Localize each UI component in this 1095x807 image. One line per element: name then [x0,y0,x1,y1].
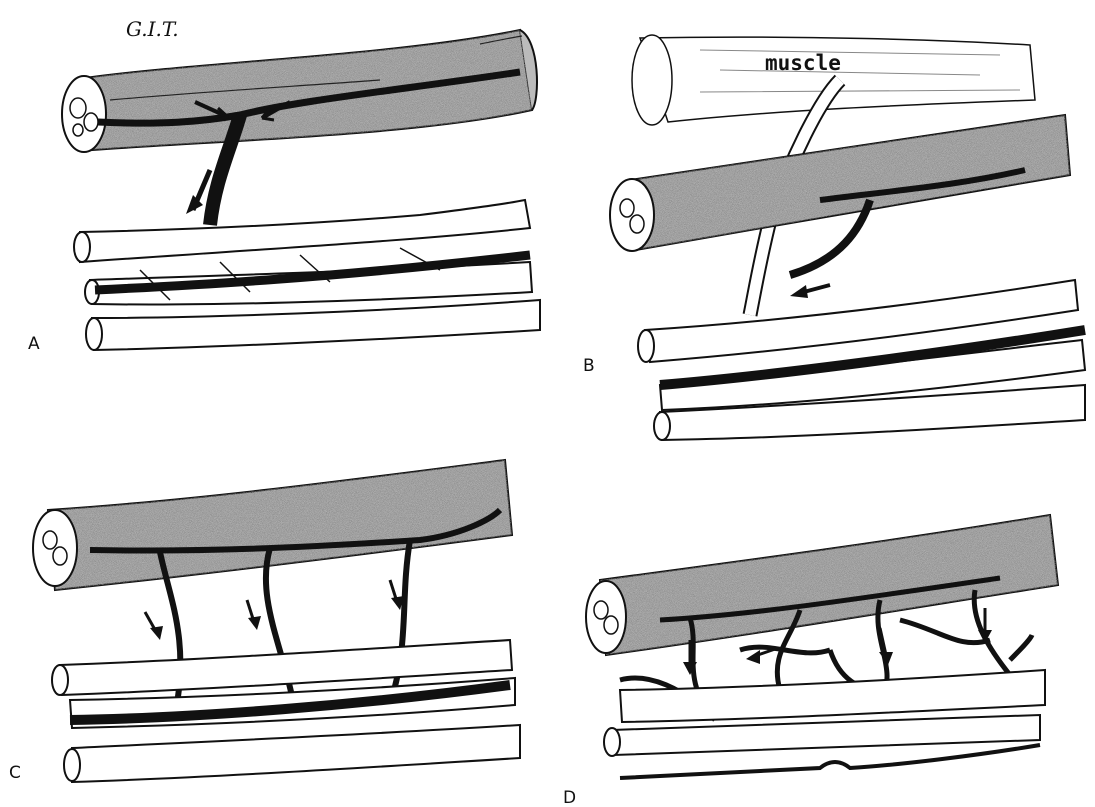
nutrient-artery [266,548,295,712]
nerve-trunk [33,460,512,590]
fiber-bundle [604,670,1045,756]
panel-letter-c: C [9,763,21,783]
panel-b: muscle B [583,35,1085,440]
panel-letter-a: A [28,334,40,354]
nutrient-artery [390,540,410,705]
panel-c: C [9,460,520,783]
artist-signature: G.I.T. [126,17,179,41]
nerve-trunk [610,115,1070,251]
nerve-trunk [62,30,537,152]
muscle-label: muscle [765,51,841,75]
panel-letter-b: B [583,356,595,376]
nerve-cross-section [33,510,77,586]
panel-a: G.I.T. [28,17,540,354]
panel-d: D [563,515,1058,807]
panel-letter-d: D [563,788,576,807]
